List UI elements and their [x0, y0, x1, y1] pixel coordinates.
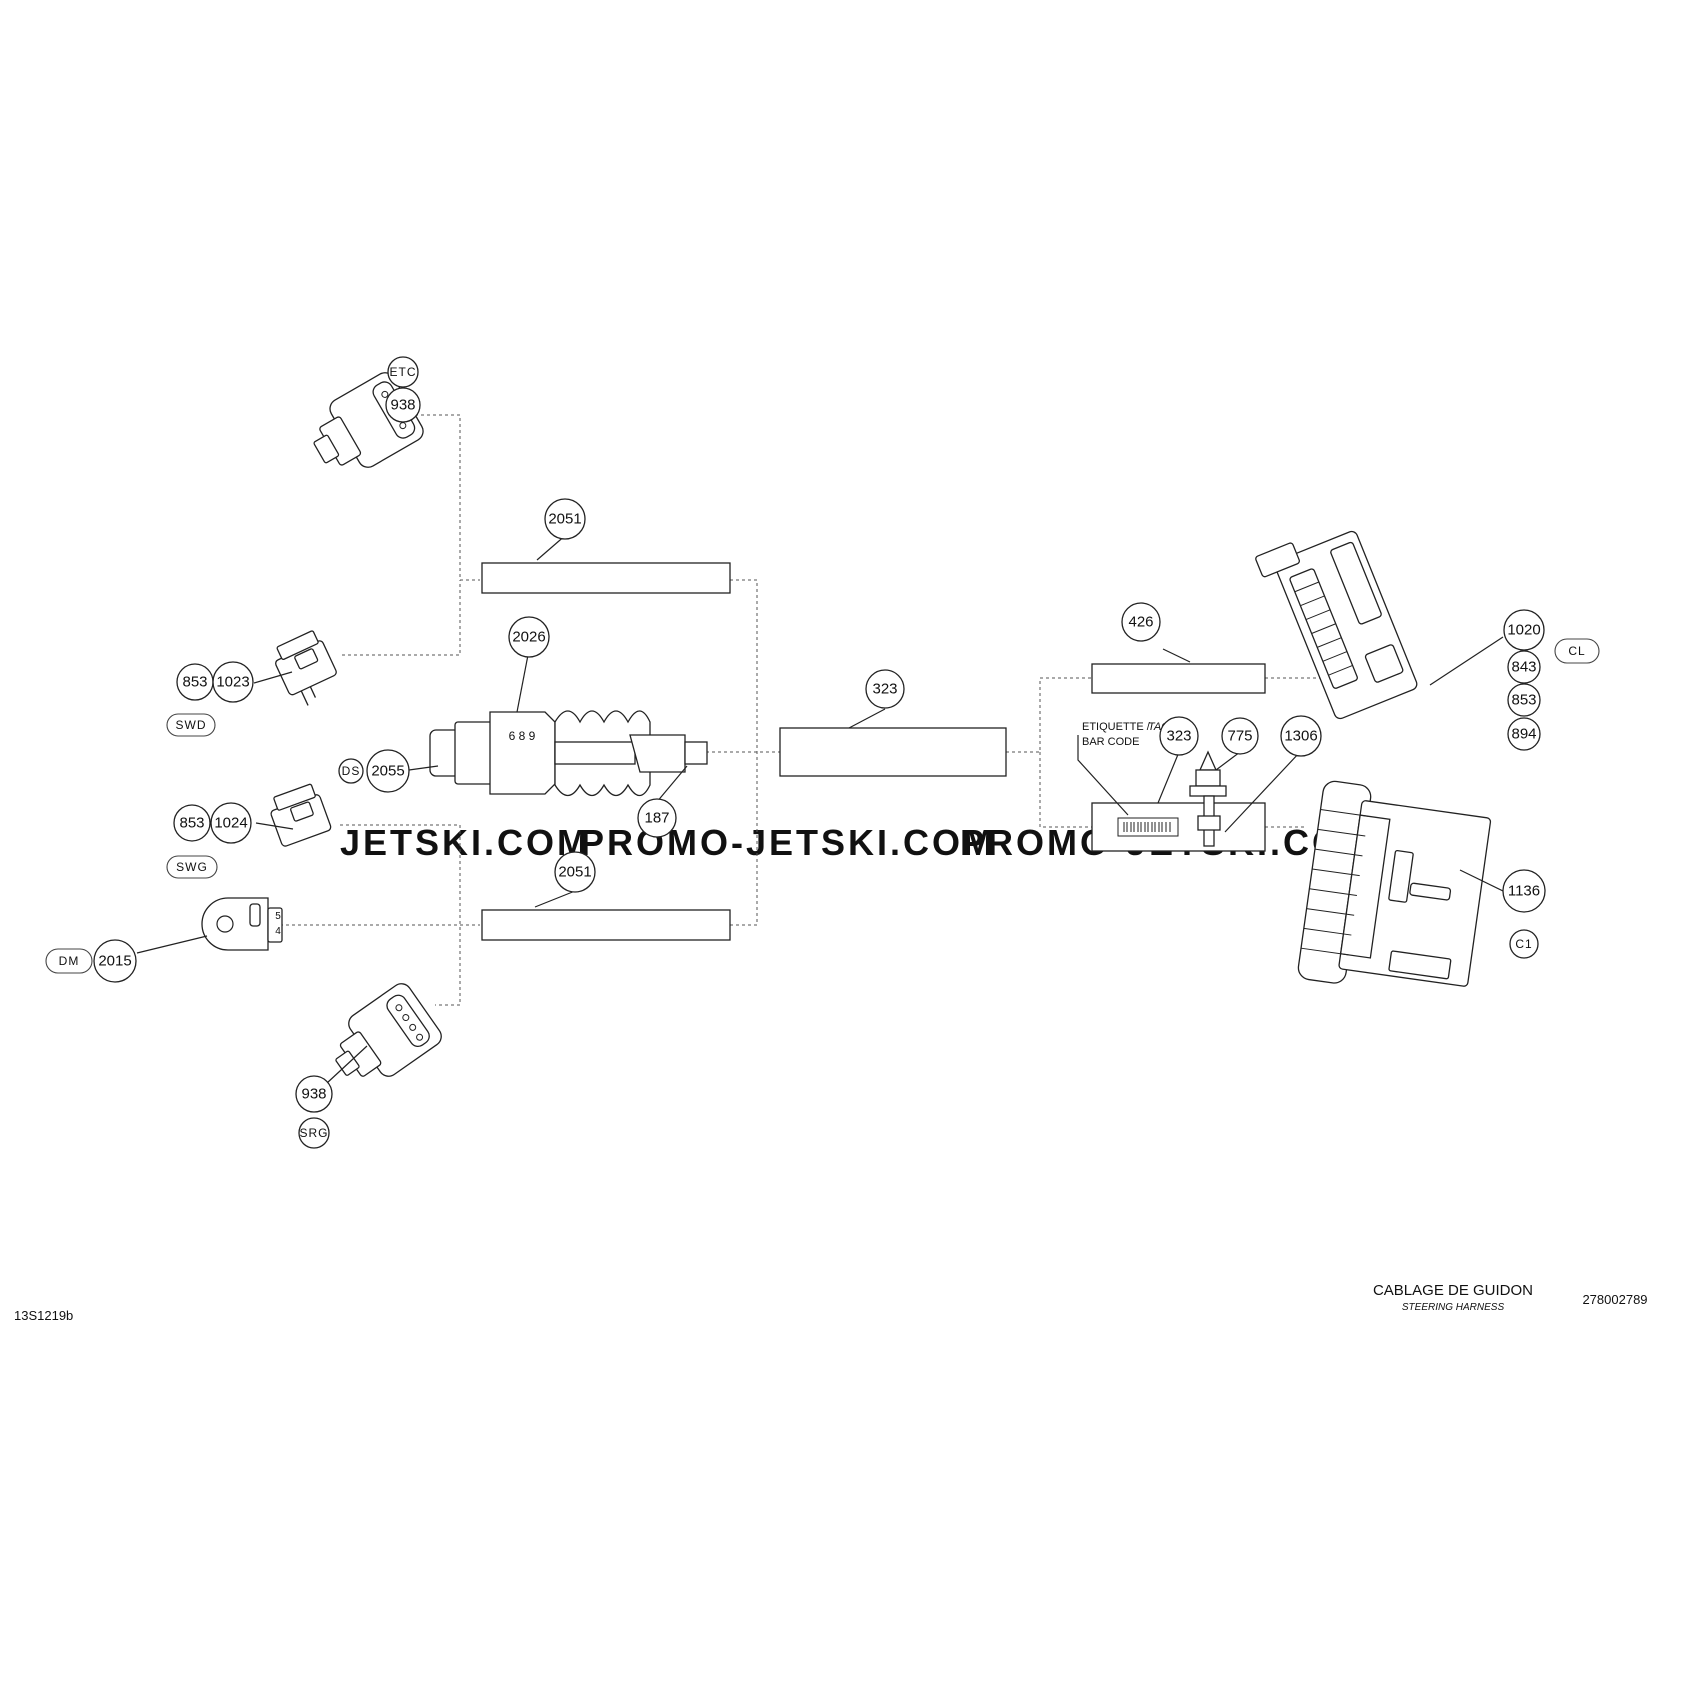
- svg-text:5: 5: [275, 911, 281, 922]
- harness-segment-2051-top: [481, 562, 731, 594]
- svg-text:4: 4: [275, 926, 281, 937]
- callout-323-main: 323: [872, 681, 897, 698]
- harness-segment-426: [1091, 663, 1266, 694]
- callout-2051-bottom: 2051: [558, 864, 591, 881]
- watermark-text-1: JETSKI.COM: [340, 822, 590, 863]
- swg-tag: SWG: [176, 860, 208, 874]
- callout-938-etc: 938: [390, 397, 415, 414]
- cl-tag: CL: [1568, 644, 1585, 658]
- callout-2055: 2055: [371, 763, 404, 780]
- swd-connector: [275, 630, 337, 706]
- callout-853-cl: 853: [1511, 692, 1536, 709]
- callout-1020: 1020: [1507, 622, 1540, 639]
- callout-938-srg: 938: [301, 1086, 326, 1103]
- steering-sensor: 6 8 9: [429, 710, 708, 797]
- bar-code-label: BAR CODE: [1082, 736, 1139, 748]
- barcode-label: [1117, 817, 1179, 837]
- swd-tag: SWD: [176, 718, 207, 732]
- etc-tag: ETC: [390, 365, 417, 379]
- callout-323-label: 323: [1166, 728, 1191, 745]
- callout-1024: 1024: [214, 815, 247, 832]
- callout-2051-top: 2051: [548, 511, 581, 528]
- c1-connector: [1297, 780, 1492, 987]
- drawing-ref: 13S1219b: [14, 1308, 73, 1323]
- harness-segment-2051-bottom: [481, 909, 731, 941]
- title-block: 13S1219b CABLAGE DE GUIDON STEERING HARN…: [14, 1282, 1648, 1323]
- swg-connector: [270, 783, 332, 847]
- callout-2026: 2026: [512, 629, 545, 646]
- callout-775: 775: [1227, 728, 1252, 745]
- leader-lines: [136, 401, 1504, 1084]
- cable-tie: [1189, 750, 1227, 847]
- wiring-paths: [280, 414, 1345, 1006]
- dm-module: 5 4: [201, 897, 283, 951]
- srg-tag: SRG: [299, 1126, 328, 1140]
- callouts: ETC 938 2051 853 1023 SWD 2026 DS 2055 1…: [45, 356, 1600, 1149]
- callout-426: 426: [1128, 614, 1153, 631]
- etiquette-label: ETIQUETTE /: [1082, 721, 1151, 733]
- title-fr: CABLAGE DE GUIDON: [1373, 1282, 1533, 1299]
- cl-connector: [1255, 530, 1418, 720]
- callout-853-swg: 853: [179, 815, 204, 832]
- title-en: STEERING HARNESS: [1402, 1302, 1505, 1313]
- callout-187: 187: [644, 810, 669, 827]
- callout-1023: 1023: [216, 674, 249, 691]
- callout-1136: 1136: [1508, 883, 1540, 900]
- ds-tag: DS: [342, 764, 361, 778]
- sensor-digits: 6 8 9: [509, 729, 536, 743]
- srg-connector: [335, 983, 442, 1077]
- callout-1306: 1306: [1284, 728, 1317, 745]
- dm-tag: DM: [59, 954, 80, 968]
- part-number: 278002789: [1582, 1292, 1647, 1307]
- c1-tag: C1: [1515, 937, 1532, 951]
- callout-2015: 2015: [98, 953, 131, 970]
- callout-894: 894: [1511, 726, 1536, 743]
- callout-853-swd: 853: [182, 674, 207, 691]
- harness-main-323: [779, 727, 1007, 777]
- callout-843: 843: [1511, 659, 1536, 676]
